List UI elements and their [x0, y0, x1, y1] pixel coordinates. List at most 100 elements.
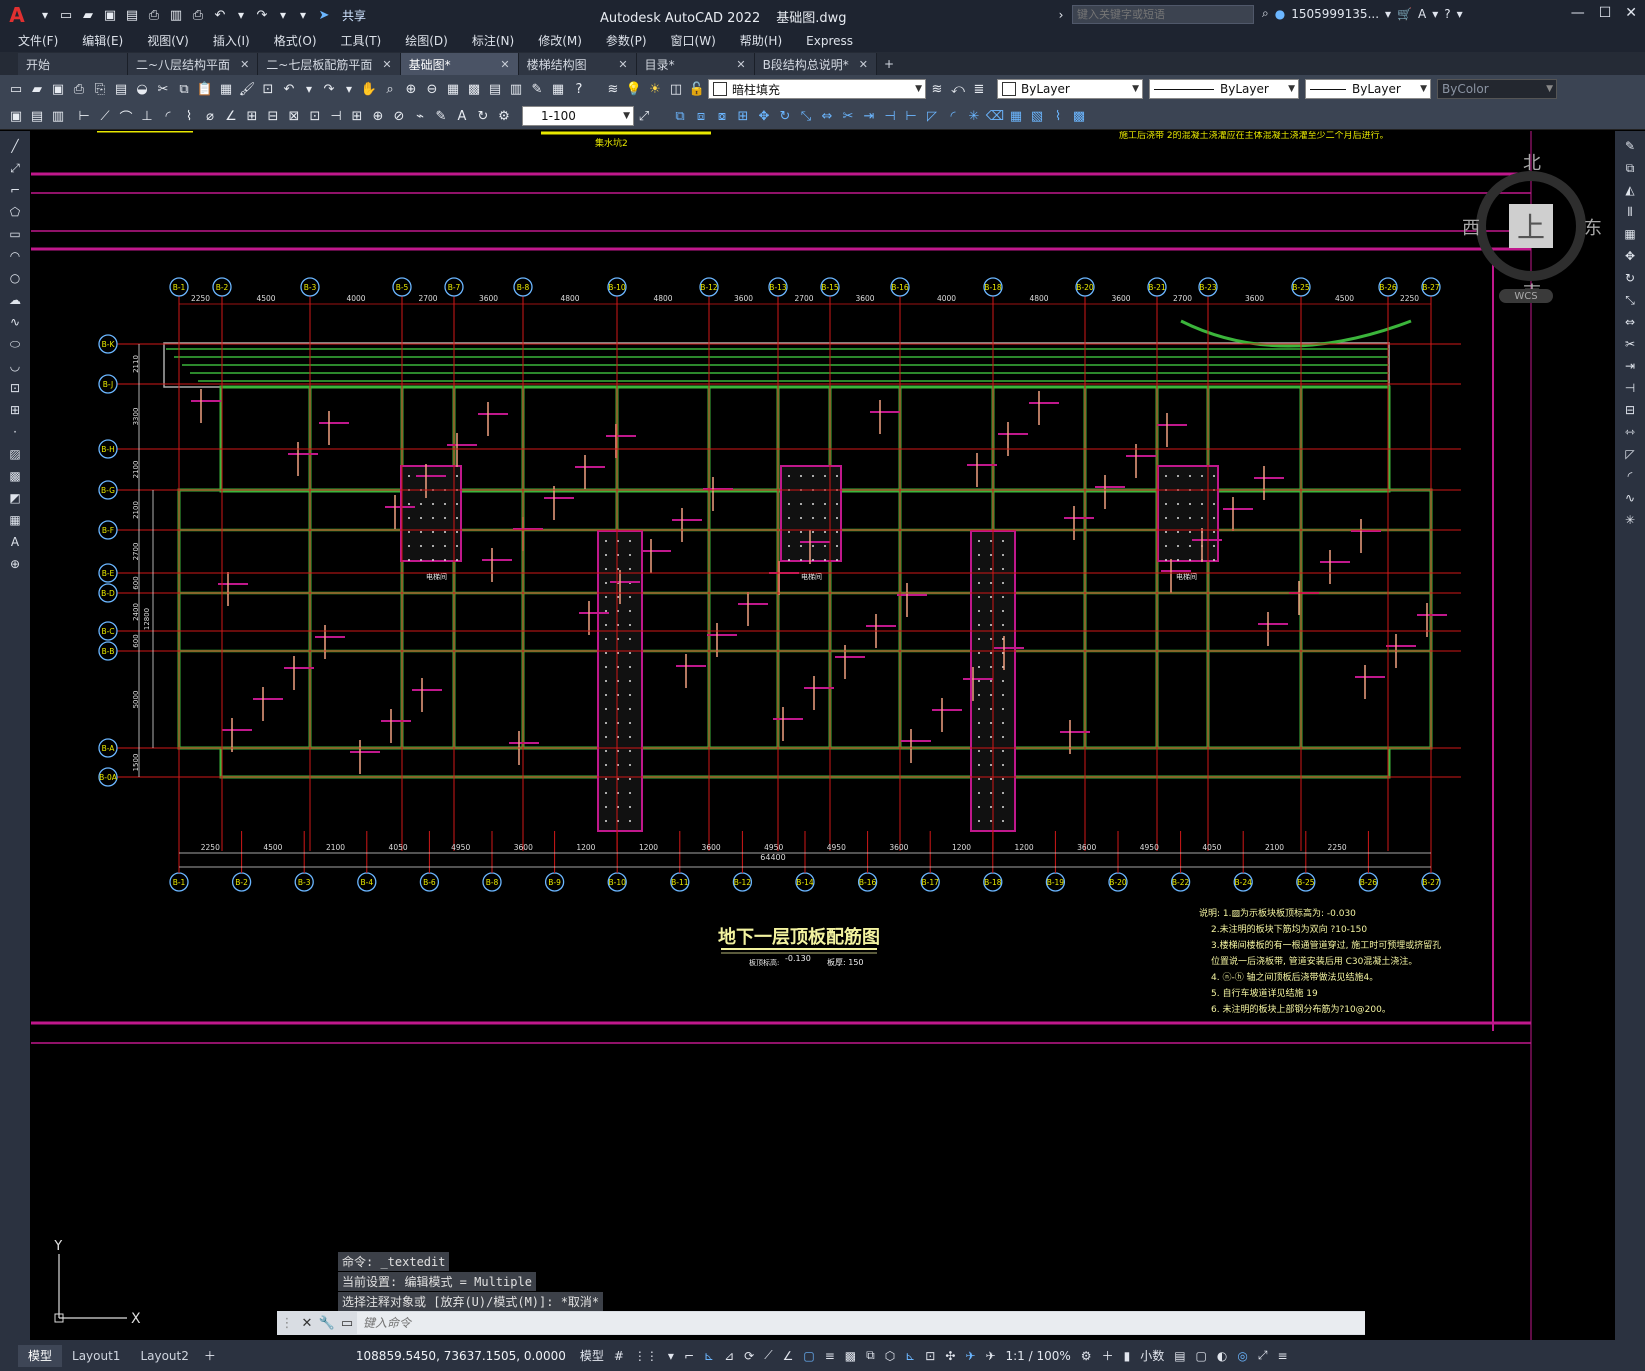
- model-space-toggle[interactable]: 模型: [579, 1349, 604, 1363]
- command-prompt-icon[interactable]: ▭: [340, 1315, 354, 1331]
- undo-icon[interactable]: ↶: [283, 81, 295, 97]
- undo-dropdown-icon[interactable]: ▾: [305, 82, 313, 96]
- layer-properties-icon[interactable]: ≋: [607, 81, 619, 97]
- text-front-icon[interactable]: ▥: [51, 108, 65, 124]
- menu-item[interactable]: 文件(F): [18, 34, 59, 48]
- blend-icon[interactable]: ∿: [1624, 491, 1636, 505]
- linetype-dropdown[interactable]: ByLayer ▼: [1149, 79, 1299, 99]
- gizmo-icon[interactable]: ✣: [945, 1348, 956, 1363]
- stretch-icon[interactable]: ⇔: [1624, 315, 1636, 329]
- selection-cycling-icon[interactable]: ⧉: [866, 1348, 875, 1362]
- help-icon[interactable]: ?: [1444, 6, 1451, 21]
- explode-icon[interactable]: ✳: [1624, 513, 1636, 527]
- pan-icon[interactable]: ✋: [360, 81, 378, 97]
- mtext-icon[interactable]: A: [10, 535, 20, 549]
- isolate-objects-icon[interactable]: ◐: [1216, 1348, 1228, 1363]
- annotation-scale-status[interactable]: 1:1 / 100%: [1005, 1348, 1071, 1363]
- open-icon[interactable]: ▰: [32, 81, 42, 97]
- redo-icon[interactable]: ↷: [323, 81, 335, 97]
- polar-icon[interactable]: ⊿: [724, 1348, 735, 1363]
- linear-dim-icon[interactable]: ⊢: [78, 108, 90, 124]
- chamfer-icon[interactable]: ◸: [927, 108, 937, 124]
- plus-icon[interactable]: ＋: [1101, 1349, 1114, 1363]
- publish-icon[interactable]: ⎙: [148, 7, 160, 23]
- radius-dim-icon[interactable]: ◜: [165, 108, 171, 124]
- stretch-icon[interactable]: ⇔: [821, 108, 833, 124]
- jogged-dim-icon[interactable]: ⌇: [185, 108, 193, 124]
- wrench-icon[interactable]: 🔧: [318, 1315, 336, 1331]
- infer-constraints-icon[interactable]: ▾: [667, 1348, 674, 1363]
- zoom-realtime-icon[interactable]: ⌕: [386, 81, 394, 97]
- close-tab-icon[interactable]: ✕: [736, 57, 746, 71]
- jogged-linear-icon[interactable]: ⌁: [416, 108, 424, 124]
- ordinate-dim-icon[interactable]: ⊥: [141, 108, 153, 124]
- paste-special-icon[interactable]: ▦: [219, 81, 233, 97]
- trim-icon[interactable]: ✂: [842, 108, 854, 124]
- compass-west[interactable]: 西: [1462, 218, 1480, 239]
- zoom-window-icon[interactable]: ⊕: [405, 81, 417, 97]
- inspect-icon[interactable]: ⊘: [393, 108, 405, 124]
- quickcalc-icon[interactable]: ▦: [551, 81, 565, 97]
- color-dropdown[interactable]: ByLayer ▼: [997, 79, 1143, 99]
- continue-dim-icon[interactable]: ⊠: [288, 108, 300, 124]
- extend-icon[interactable]: ⇥: [1624, 359, 1636, 373]
- revision-cloud-icon[interactable]: ☁: [9, 293, 21, 307]
- quick-dim-icon[interactable]: ⊞: [246, 108, 258, 124]
- break-icon[interactable]: ⊟: [1624, 403, 1636, 417]
- 3d-dwf-icon[interactable]: ◒: [136, 81, 148, 97]
- ellipse-icon[interactable]: ⬭: [9, 336, 21, 351]
- copy-icon[interactable]: ⧉: [179, 81, 189, 97]
- mirror-icon[interactable]: ⧈: [696, 108, 706, 124]
- paste-icon[interactable]: 📋: [196, 81, 214, 97]
- dynamic-input-icon[interactable]: ⌐: [683, 1348, 695, 1363]
- spline-icon[interactable]: ∿: [9, 315, 21, 329]
- hatch-icon[interactable]: ▨: [9, 447, 21, 461]
- diameter-dim-icon[interactable]: ⌀: [206, 108, 214, 124]
- maximize-icon[interactable]: ☐: [1598, 5, 1612, 21]
- help-icon[interactable]: ?: [575, 81, 583, 97]
- zoom-previous-icon[interactable]: ⊖: [426, 81, 438, 97]
- dim-break-icon[interactable]: ⊣: [330, 108, 342, 124]
- dim-space-icon[interactable]: ⊡: [309, 108, 321, 124]
- user-name[interactable]: 1505999135...: [1291, 6, 1380, 21]
- erase-icon[interactable]: ⌫: [985, 108, 1005, 124]
- erase-icon[interactable]: ✎: [1624, 139, 1636, 153]
- scale-icon[interactable]: ⤡: [1625, 292, 1635, 307]
- file-tab[interactable]: B段结构总说明*✕: [754, 53, 878, 75]
- new-layout-icon[interactable]: ＋: [203, 1349, 216, 1363]
- redo-dropdown-icon[interactable]: ▾: [345, 82, 353, 96]
- search-input[interactable]: [1072, 5, 1254, 24]
- menu-item[interactable]: 格式(O): [273, 34, 317, 48]
- markup-icon[interactable]: ✎: [531, 81, 543, 97]
- lineweight-icon[interactable]: ≡: [824, 1348, 835, 1363]
- object-snap-icon[interactable]: ∠: [782, 1348, 794, 1363]
- help-dropdown-icon[interactable]: ▾: [1456, 6, 1463, 21]
- circle-icon[interactable]: ○: [9, 271, 21, 285]
- plotstyle-dropdown[interactable]: ByColor ▼: [1437, 79, 1557, 99]
- file-tab[interactable]: 基础图*✕: [400, 53, 519, 75]
- pedit-icon[interactable]: ⌇: [1054, 108, 1062, 124]
- move-icon[interactable]: ✥: [1624, 249, 1636, 263]
- array-icon[interactable]: ▦: [1624, 227, 1636, 241]
- osnap-2d-icon[interactable]: ▢: [803, 1348, 815, 1363]
- autocad-logo-icon[interactable]: A: [9, 3, 25, 27]
- layout-tab[interactable]: Layout1: [72, 1348, 121, 1363]
- trim-icon[interactable]: ✂: [1624, 337, 1636, 351]
- ortho-icon[interactable]: ⊾: [704, 1348, 715, 1363]
- file-tab[interactable]: 二~七层板配筋平面✕: [258, 53, 401, 75]
- share-button[interactable]: 共享: [342, 8, 367, 23]
- clean-screen-icon[interactable]: ⤢: [1257, 1348, 1268, 1362]
- dim-style-icon[interactable]: ⚙: [498, 108, 510, 124]
- cut-icon[interactable]: ✂: [157, 81, 169, 97]
- publish-icon[interactable]: ▤: [114, 81, 128, 97]
- save-icon[interactable]: ▣: [51, 81, 65, 97]
- auto-scale-icon[interactable]: ✈: [985, 1348, 996, 1363]
- close-icon[interactable]: ✕: [301, 1315, 313, 1331]
- save-icon[interactable]: ▣: [103, 7, 117, 23]
- snap-icon[interactable]: ⋮⋮: [633, 1348, 658, 1363]
- properties-icon[interactable]: ▦: [446, 81, 460, 97]
- close-tab-icon[interactable]: ✕: [618, 57, 628, 71]
- arc-length-icon[interactable]: ⌒: [119, 110, 133, 126]
- baseline-dim-icon[interactable]: ⊟: [267, 108, 279, 124]
